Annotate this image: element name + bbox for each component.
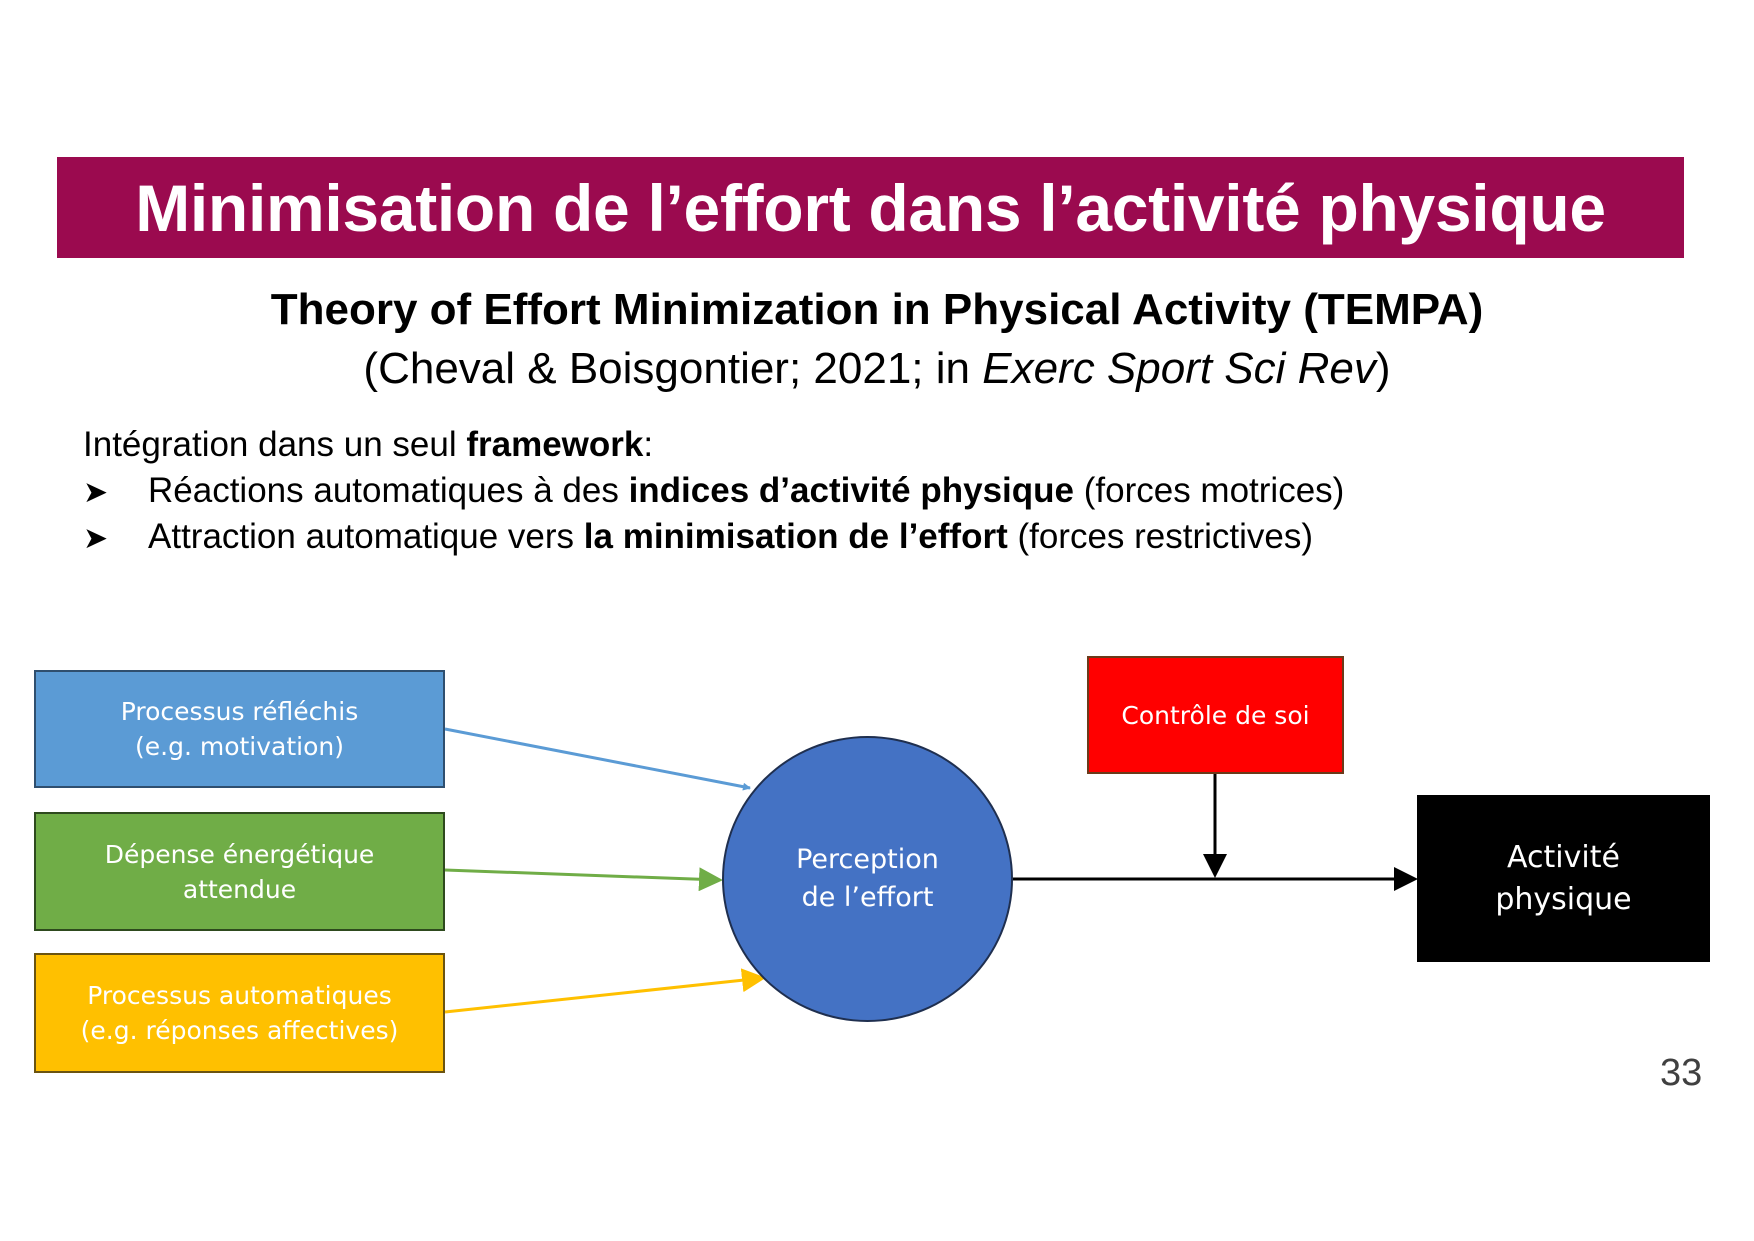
bullet-text: Réactions automatiques à des bbox=[148, 471, 629, 510]
citation-prefix: (Cheval & Boisgontier; 2021; in bbox=[363, 344, 983, 393]
arrow-reflective-to-perception bbox=[444, 727, 751, 791]
intro-line: Intégration dans un seul framework: bbox=[83, 425, 653, 465]
box-reflective-processes: Processus réfléchis (e.g. motivation) bbox=[34, 670, 445, 788]
bullet-bold: indices d’activité physique bbox=[628, 471, 1074, 510]
intro-bold: framework bbox=[466, 425, 644, 464]
box-label: Processus réfléchis bbox=[120, 697, 359, 726]
box-label: Activité bbox=[1507, 839, 1620, 875]
theory-subtitle: Theory of Effort Minimization in Physica… bbox=[270, 285, 1484, 334]
circle-sublabel: de l’effort bbox=[801, 882, 934, 913]
box-self-control: Contrôle de soi bbox=[1087, 656, 1344, 774]
citation-journal: Exerc Sport Sci Rev bbox=[982, 344, 1376, 393]
bullet-item: ➤ Attraction automatique vers la minimis… bbox=[83, 517, 1313, 557]
box-label: Contrôle de soi bbox=[1121, 700, 1310, 730]
box-sublabel: (e.g. réponses affectives) bbox=[80, 1016, 399, 1045]
bullet-item: ➤ Réactions automatiques à des indices d… bbox=[83, 471, 1344, 511]
bullet-bold: la minimisation de l’effort bbox=[583, 517, 1008, 556]
intro-prefix: Intégration dans un seul bbox=[83, 425, 467, 464]
citation: (Cheval & Boisgontier; 2021; in Exerc Sp… bbox=[0, 344, 1754, 394]
arrowhead-bullet-icon: ➤ bbox=[83, 522, 109, 555]
box-expected-energy-expenditure: Dépense énergétique attendue bbox=[34, 812, 445, 931]
bullet-text: Attraction automatique vers bbox=[148, 517, 584, 556]
page-number: 33 bbox=[1660, 1052, 1703, 1094]
citation-suffix: ) bbox=[1375, 344, 1391, 393]
box-sublabel: (e.g. motivation) bbox=[135, 732, 344, 761]
box-label: Dépense énergétique bbox=[104, 839, 375, 869]
box-automatic-processes: Processus automatiques (e.g. réponses af… bbox=[34, 953, 445, 1073]
arrowhead-bullet-icon: ➤ bbox=[83, 476, 109, 509]
circle-effort-perception: Perception de l’effort bbox=[722, 736, 1013, 1022]
title-banner: Minimisation de l’effort dans l’activité… bbox=[57, 157, 1684, 258]
intro-suffix: : bbox=[643, 425, 654, 464]
box-sublabel: attendue bbox=[182, 874, 297, 904]
circle-label: Perception bbox=[796, 844, 939, 876]
slide-title: Minimisation de l’effort dans l’activité… bbox=[135, 170, 1606, 245]
arrow-energy-to-perception bbox=[444, 867, 723, 892]
bullet-suffix: (forces motrices) bbox=[1074, 471, 1345, 510]
bullet-suffix: (forces restrictives) bbox=[1007, 517, 1314, 556]
box-sublabel: physique bbox=[1495, 881, 1632, 917]
box-label: Processus automatiques bbox=[87, 981, 392, 1010]
arrow-automatic-to-perception bbox=[444, 968, 766, 1014]
box-physical-activity: Activité physique bbox=[1417, 795, 1710, 962]
